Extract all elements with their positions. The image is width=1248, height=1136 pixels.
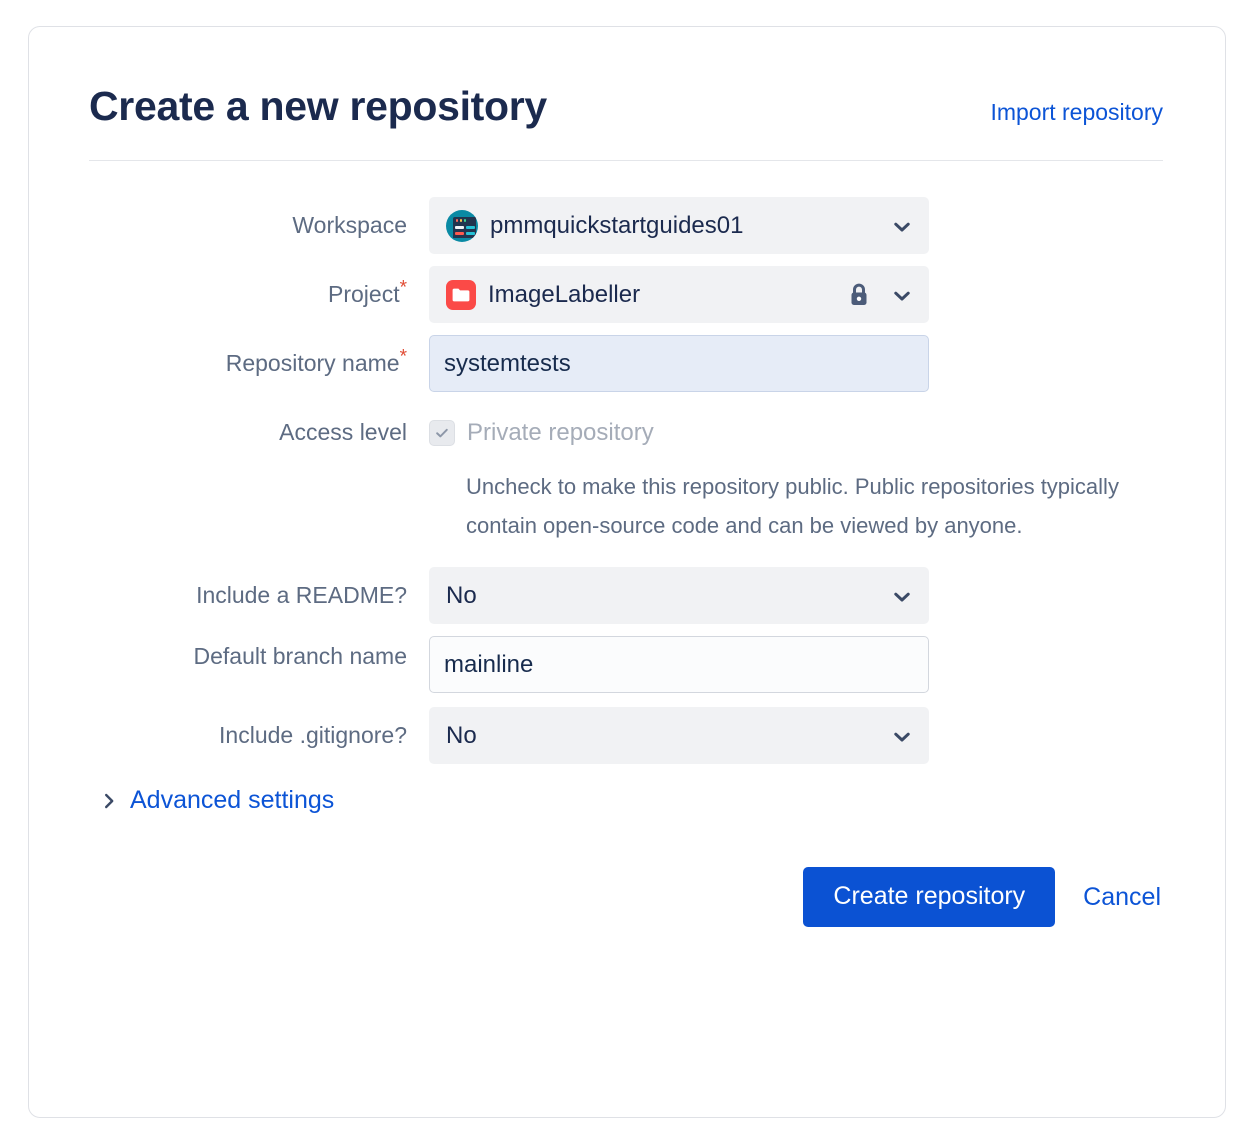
include-gitignore-label: Include .gitignore? [219, 722, 407, 749]
field-row-repository-name: Repository name* systemtests [89, 335, 1195, 393]
header-divider [89, 160, 1163, 162]
advanced-settings-label: Advanced settings [130, 786, 335, 815]
project-required-marker: * [399, 277, 407, 299]
chevron-down-icon [892, 726, 912, 746]
repository-name-label: Repository name* [89, 335, 429, 378]
include-readme-value: No [446, 581, 477, 609]
access-level-help-text: Uncheck to make this repository public. … [466, 474, 1119, 539]
field-row-include-gitignore: Include .gitignore? No [89, 707, 1195, 765]
project-label: Project* [89, 266, 429, 309]
field-row-include-readme: Include a README? No [89, 567, 1195, 625]
field-row-access-level: Access level Private repository Uncheck … [89, 404, 1195, 545]
form-footer: Create repository Cancel [89, 867, 1195, 927]
include-gitignore-value: No [446, 721, 477, 749]
workspace-avatar-icon [446, 209, 478, 242]
include-readme-select[interactable]: No [429, 567, 929, 625]
project-value: ImageLabeller [488, 280, 641, 308]
chevron-down-icon [892, 586, 912, 606]
import-repository-link[interactable]: Import repository [990, 99, 1163, 125]
project-label-text: Project [328, 281, 400, 308]
private-repository-label: Private repository [467, 418, 654, 446]
card-header: Create a new repository Import repositor… [89, 83, 1195, 130]
repository-name-label-text: Repository name [225, 350, 400, 377]
default-branch-name-input[interactable]: mainline [429, 636, 929, 694]
chevron-right-icon [103, 791, 116, 811]
create-repository-card: Create a new repository Import repositor… [28, 26, 1226, 1118]
repository-name-value: systemtests [444, 349, 571, 377]
check-icon [436, 428, 448, 437]
page-title: Create a new repository [89, 83, 547, 129]
project-select[interactable]: ImageLabeller [429, 266, 929, 324]
create-repository-form: Workspace pmmquickstartguides01 [89, 197, 1195, 927]
workspace-select[interactable]: pmmquickstartguides01 [429, 197, 929, 255]
field-row-default-branch-name: Default branch name mainline [89, 636, 1195, 694]
folder-icon [446, 279, 476, 310]
repository-name-input[interactable]: systemtests [429, 335, 929, 393]
private-repository-checkbox [429, 419, 455, 446]
field-row-workspace: Workspace pmmquickstartguides01 [89, 197, 1195, 255]
include-readme-label: Include a README? [196, 582, 407, 609]
workspace-label: Workspace [292, 212, 407, 239]
private-repository-checkbox-row[interactable]: Private repository [429, 404, 1149, 461]
access-level-label: Access level [279, 419, 407, 446]
include-gitignore-select[interactable]: No [429, 707, 929, 765]
field-row-project: Project* ImageLabeller [89, 266, 1195, 324]
workspace-value: pmmquickstartguides01 [490, 211, 744, 239]
default-branch-name-label: Default branch name [193, 643, 407, 670]
default-branch-name-value: mainline [444, 650, 534, 678]
chevron-down-icon [892, 285, 912, 305]
create-repository-button[interactable]: Create repository [803, 867, 1056, 927]
advanced-settings-toggle[interactable]: Advanced settings [103, 786, 334, 815]
chevron-down-icon [892, 216, 912, 236]
lock-icon [846, 281, 872, 309]
cancel-button[interactable]: Cancel [1081, 877, 1163, 918]
repository-name-required-marker: * [399, 346, 407, 368]
